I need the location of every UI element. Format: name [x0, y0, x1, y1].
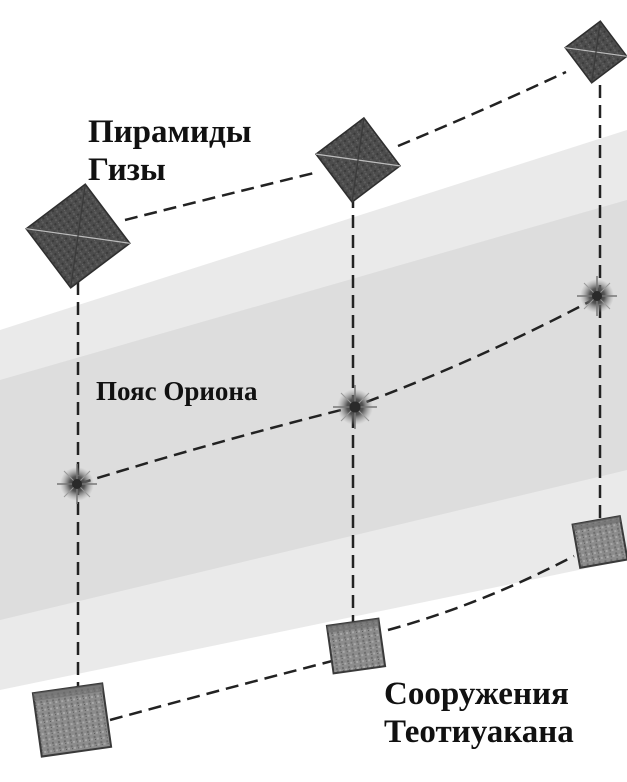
- giza-label-line2: Гизы: [88, 151, 166, 188]
- giza-pyramids-label: Пирамиды Гизы: [88, 114, 252, 190]
- orion-star-icon: [333, 385, 377, 429]
- giza-pyramid-icon: [314, 116, 402, 204]
- teotihuacan-label-line2: Теотиуакана: [384, 713, 574, 750]
- teotihuacan-label-line1: Сооружения: [384, 676, 569, 712]
- teotihuacan-label: Сооружения Теотиуакана: [384, 676, 574, 752]
- giza-pyramid-icon: [564, 20, 627, 84]
- teotihuacan-structure-icon: [325, 617, 387, 675]
- orion-label-text: Пояс Ориона: [96, 376, 258, 406]
- giza-label-line1: Пирамиды: [88, 114, 252, 150]
- teotihuacan-structure-icon: [571, 515, 627, 569]
- teotihuacan-alignment-line: [109, 554, 575, 722]
- giza-pyramid-icon: [25, 183, 131, 289]
- orion-belt-label: Пояс Ориона: [96, 376, 257, 407]
- giza-pyramids: [25, 20, 627, 289]
- teotihuacan-structures: [31, 515, 627, 758]
- giza-alignment-line: [124, 70, 567, 222]
- orion-star-icon: [57, 464, 97, 504]
- orion-star-icon: [577, 276, 617, 316]
- teotihuacan-structure-icon: [31, 682, 113, 758]
- background-shading: [0, 130, 627, 690]
- orion-belt-stars: [57, 276, 617, 504]
